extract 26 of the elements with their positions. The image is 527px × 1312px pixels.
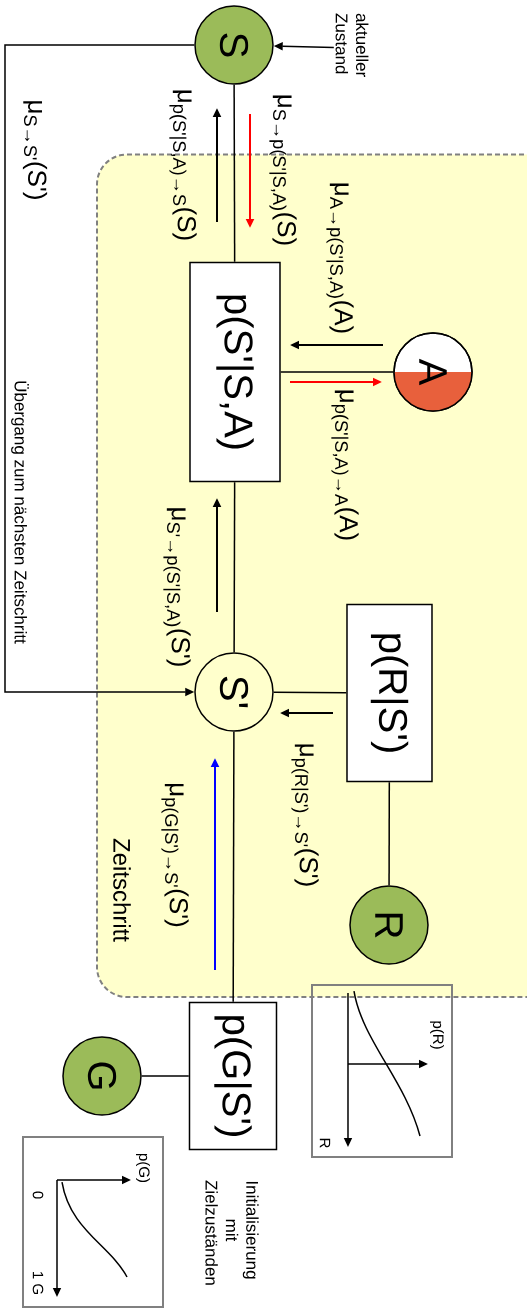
- message-label: μ$_{S→p(S'|S,A)}$(S): [269, 95, 297, 245]
- axis-label: p(R): [430, 1021, 444, 1049]
- connector: [232, 731, 235, 1003]
- factor-box: p(S'|S,A): [189, 261, 281, 483]
- axis-label: 1 G: [32, 1272, 44, 1294]
- axis-label: R: [319, 1138, 331, 1148]
- factor-box: p(R|S'): [346, 603, 433, 783]
- axis-label: p(G): [136, 1153, 150, 1183]
- connector: [273, 691, 347, 694]
- message-label: μ$_{S→S'}$(S'): [22, 101, 48, 199]
- message-label: μ$_{A→p(S'|S,A)}$(A): [326, 183, 354, 333]
- connector: [233, 481, 236, 653]
- edge-label: Übergang zum nächsten Zeitschritt: [10, 379, 30, 645]
- message-label: μ$_{p(R|S')→S'}$(S'): [291, 744, 319, 886]
- factor-box: p(G|S'): [188, 1001, 278, 1151]
- caption-text: Initialisierung mit Zielzuständen: [205, 1180, 259, 1285]
- connector: [141, 1075, 190, 1077]
- connector: [388, 781, 391, 886]
- message-label: μ$_{S'→p(S'|S,A)}$(S'): [163, 508, 191, 666]
- axis-label: 0: [32, 1191, 44, 1199]
- state-note: aktueller Zustand: [335, 13, 369, 77]
- message-label: μ$_{p(G|S')→S'}$(S'): [161, 783, 189, 927]
- connector: [233, 84, 236, 263]
- message-label: μ$_{p(S'|S,A)→S}$(S): [169, 90, 197, 240]
- message-label: μ$_{p(S'|S,A)→A}$(A): [331, 390, 359, 540]
- connector: [280, 371, 394, 373]
